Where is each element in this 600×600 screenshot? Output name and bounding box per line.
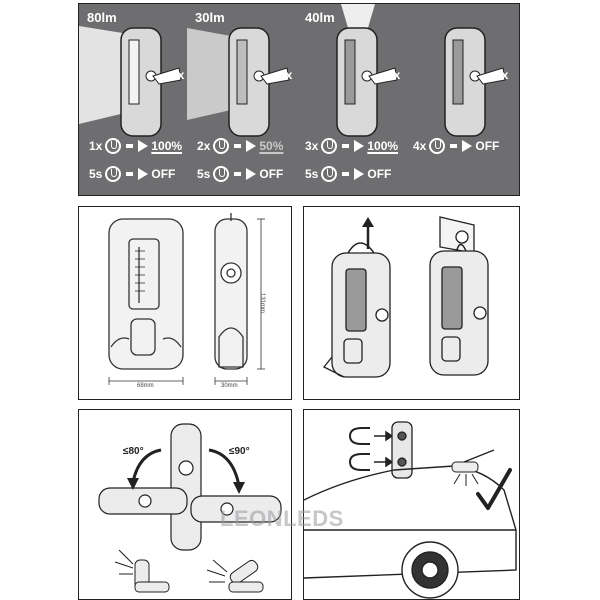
mode-1-lumens: 80lm	[87, 10, 117, 25]
device-mode-2	[228, 27, 270, 137]
mode-3-press: 3x	[387, 68, 401, 82]
magnet-car-panel	[303, 409, 520, 600]
lift-up-arrow-icon	[362, 217, 374, 249]
press-pointer-4	[476, 67, 506, 85]
power-icon	[321, 166, 338, 182]
tilt-angle-panel: ≤80° ≤90°	[78, 409, 292, 600]
press-pointer-2	[260, 67, 290, 85]
magnet-plate	[391, 421, 413, 479]
mode-1-press: 1x	[171, 68, 185, 82]
checkmark-icon	[476, 468, 512, 510]
device-mode-4	[444, 27, 486, 137]
tilt-left-angle: ≤80°	[123, 446, 144, 457]
lamp-floor-icon-left	[114, 549, 170, 593]
device-hook-extended	[322, 242, 391, 378]
hanging-hook-panel	[303, 206, 520, 400]
light-modes-illustration	[79, 4, 506, 137]
rotate-right-arrow-icon	[208, 448, 241, 487]
arrow-right-icon	[354, 168, 365, 180]
arrow-right-icon	[354, 140, 365, 152]
magnet-icon-bottom	[348, 453, 370, 471]
power-icon	[321, 138, 338, 154]
arrow-right-icon	[138, 168, 149, 180]
dimensions-drawing	[108, 213, 265, 385]
mode-2-press: 2x	[279, 68, 293, 82]
magnet-car-illustration	[304, 421, 517, 599]
side-view	[214, 213, 248, 370]
height-dimension: 131mm	[259, 293, 265, 314]
power-icon	[213, 166, 230, 182]
magnet-icon-top	[348, 427, 370, 445]
power-icon	[429, 138, 446, 154]
device-mode-3	[336, 27, 378, 137]
device-tilted-left	[98, 487, 188, 515]
tilt-illustration	[98, 423, 282, 593]
beam-80lm	[79, 26, 129, 124]
arrow-right-icon	[462, 140, 473, 152]
device-vertical	[170, 423, 202, 551]
power-icon	[213, 138, 230, 154]
mode-3-lumens: 40lm	[305, 10, 335, 25]
mode-4-press: 4x	[495, 68, 509, 82]
device-tilted-right	[190, 495, 282, 523]
mode-2-lumens: 30lm	[195, 10, 225, 25]
depth-dimension: 30mm	[221, 383, 238, 389]
car-illustration	[304, 449, 517, 599]
lamp-under-hood	[451, 461, 479, 486]
press-pointer-1	[152, 67, 182, 85]
hanging-illustration	[322, 216, 489, 378]
arrow-right-icon	[246, 140, 257, 152]
beam-30lm	[187, 28, 231, 120]
dimensions-panel: 68mm 30mm 131mm	[78, 206, 292, 400]
press-pointer-3	[368, 67, 398, 85]
tilt-right-angle: ≤90°	[229, 446, 250, 457]
device-hanging-on-hook	[429, 216, 489, 376]
power-icon	[105, 138, 122, 154]
power-icon	[105, 166, 122, 182]
rotate-left-arrow-icon	[131, 448, 162, 483]
arrow-right-icon	[138, 140, 149, 152]
device-mode-1	[120, 27, 162, 137]
front-view	[108, 218, 184, 370]
lamp-floor-icon-right	[206, 559, 264, 593]
width-dimension: 68mm	[137, 383, 154, 389]
arrow-right-icon	[246, 168, 257, 180]
watermark: LEONLEDS	[220, 506, 344, 531]
